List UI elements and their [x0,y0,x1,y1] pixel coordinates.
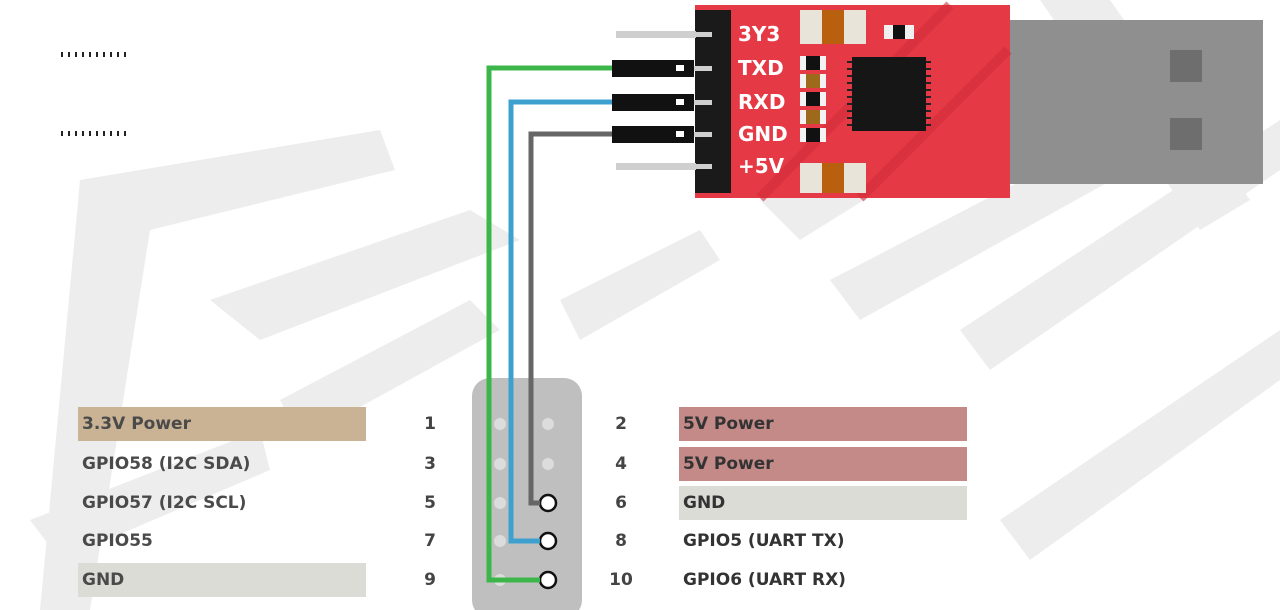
module-pin-label: 3Y3 [738,22,781,46]
module-pin-gnd [612,126,712,143]
module-pin-label: TXD [738,56,784,80]
wire-rxd-to-pin-8 [508,99,612,544]
header-pin-8 [538,531,558,551]
pin-label-1: 3.3V Power [78,407,366,441]
header-pin-6 [538,493,558,513]
pin-number-2: 2 [615,414,627,434]
header-pin-10 [538,570,558,590]
wire-gnd-to-pin-6 [528,131,612,506]
header-pin-5 [494,497,506,509]
pin-label-7: GPIO55 [82,531,153,551]
pin-label-5: GPIO57 (I2C SCL) [82,493,247,513]
module-pin-5v [616,163,712,170]
module-pin-rxd [612,94,712,111]
smd-components [800,10,914,193]
wire-txd-to-pin-10 [486,65,612,583]
pin-number-6: 6 [615,493,627,513]
pin-number-9: 9 [424,570,436,590]
pin-number-8: 8 [615,531,627,551]
pin-label-3: GPIO58 (I2C SDA) [82,454,251,474]
pin-header-body [472,378,582,610]
module-pin-3y3 [616,31,712,38]
pin-label-6: GND [679,486,967,520]
pin-label-4: 5V Power [679,447,967,481]
header-pin-2 [542,418,554,430]
usb-uart-chip [61,52,931,136]
pin-label-8: GPIO5 (UART TX) [683,531,845,551]
header-pin-4 [542,458,554,470]
header-pin-7 [494,535,506,547]
usb-plug [1007,20,1263,184]
header-pin-1 [494,418,506,430]
pin-label-2: 5V Power [679,407,967,441]
header-pins [494,418,558,590]
pin-label-10: GPIO6 (UART RX) [683,570,846,590]
pin-number-3: 3 [424,454,436,474]
wires [486,65,612,583]
pin-number-1: 1 [424,414,436,434]
pin-label-9: GND [78,563,366,597]
module-pin-label: RXD [738,90,786,114]
pin-number-4: 4 [615,454,627,474]
pin-number-7: 7 [424,531,436,551]
module-pin-label: GND [738,122,788,146]
header-pin-3 [494,458,506,470]
module-pin-txd [612,60,712,77]
pin-number-10: 10 [609,570,633,590]
module-pin-label: +5V [738,154,785,178]
pin-number-5: 5 [424,493,436,513]
module-pins [612,31,712,170]
